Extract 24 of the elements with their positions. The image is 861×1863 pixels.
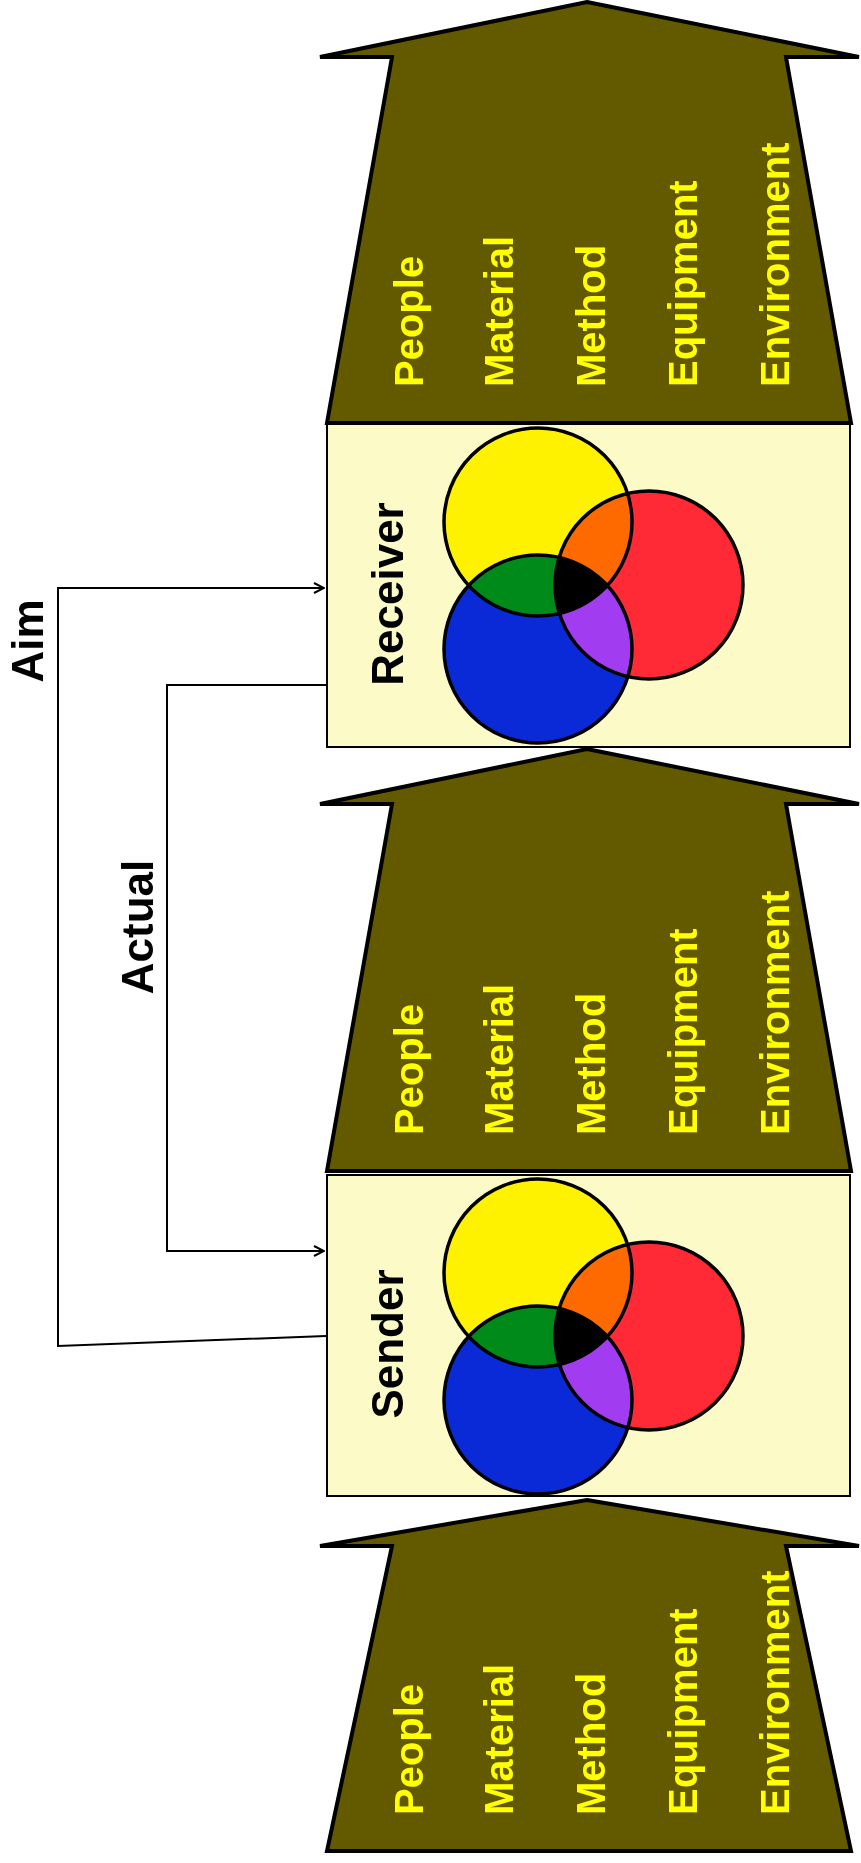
factor-label: Environment bbox=[755, 142, 795, 387]
factor-label: Environment bbox=[755, 1570, 795, 1815]
block-arrow bbox=[318, 1500, 861, 1851]
stage-box bbox=[326, 423, 851, 748]
factor-label: People bbox=[389, 255, 429, 387]
block-arrow bbox=[318, 746, 861, 1173]
factor-label: Material bbox=[479, 235, 519, 387]
factor-label: Material bbox=[479, 1663, 519, 1815]
factor-label: People bbox=[389, 1683, 429, 1815]
stage-label: Receiver bbox=[366, 501, 410, 686]
factor-label: Method bbox=[571, 244, 611, 387]
factor-label: Equipment bbox=[663, 928, 703, 1135]
factor-label: Equipment bbox=[663, 180, 703, 387]
arrow bbox=[57, 582, 327, 1348]
stage-label: Sender bbox=[366, 1268, 410, 1419]
factor-label: Environment bbox=[755, 890, 795, 1135]
stage-box bbox=[326, 1174, 851, 1497]
block-arrow bbox=[318, 2, 861, 423]
factor-label: Material bbox=[479, 983, 519, 1135]
factor-label: Method bbox=[571, 992, 611, 1135]
factor-label: Equipment bbox=[663, 1608, 703, 1815]
factor-label: Method bbox=[571, 1672, 611, 1815]
factor-label: People bbox=[389, 1003, 429, 1135]
arrow bbox=[166, 684, 327, 1257]
